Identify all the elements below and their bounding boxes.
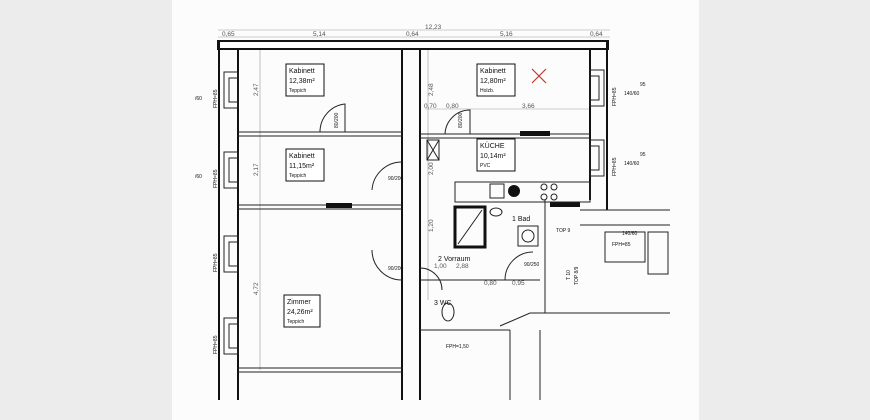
windows [223,69,605,355]
room-area: 11,15m² [289,163,315,170]
room-floor: PVC [480,163,491,169]
top-label: TOP 8/9 [574,266,580,285]
dimension: 12,23 [425,24,442,31]
dimension: 1,00 [434,263,447,270]
dimension: 0,64 [406,31,419,38]
window-label: /60 [195,96,202,102]
dimension: 2,88 [456,263,469,270]
dimension: 2,47 [253,83,260,96]
window-label: 95 [640,152,646,158]
window-label: FPH=85 [213,335,219,354]
dimension: 1,20 [428,219,435,232]
room-name: 1 Bad [512,216,530,223]
dimension: 0,80 [446,103,459,110]
room-area: 12,38m² [289,78,315,85]
room-name: KÜCHE [480,142,505,150]
window-label: FPH=85 [213,169,219,188]
door-label: 80/200 [334,112,340,128]
window-label: FPH=85 [612,242,631,248]
door-label: 90/200 [388,176,404,182]
room-floor: Teppich [289,88,306,94]
room-label-box [283,294,321,328]
window-label: /60 [195,174,202,180]
room-floor: Teppich [289,173,306,179]
window-label: FPH=85 [612,157,618,176]
dimension: 3,66 [522,103,535,110]
top-label: T 10 [566,270,572,280]
dimension: 0,65 [222,31,235,38]
dimension-lines [218,29,610,370]
dimension: 2,48 [428,83,435,96]
window-label: FPH=85 [213,253,219,272]
room-name: Zimmer [287,299,311,306]
dimension: 4,72 [253,282,260,295]
window-label: FPH=85 [213,89,219,108]
window-label: 140/60 [624,91,640,97]
room-name: Kabinett [289,68,315,75]
room-floor: Holzb. [480,88,494,94]
window-label: 140/60 [624,161,640,167]
dimension: 0,80 [484,280,497,287]
room-label-box [476,138,516,172]
room-area: 24,26m² [287,309,313,316]
room-area: 10,14m² [480,153,506,160]
window-label: FPH=1,50 [446,344,469,350]
doors [319,103,534,291]
door-label: 80/200 [458,112,464,128]
room-label-box [285,148,325,182]
door-label: 90/250 [524,262,540,268]
dimension: 0,95 [512,280,525,287]
room-name: 2 Vorraum [438,256,470,263]
window-label: 140/60 [622,231,638,237]
dimension: 2,00 [428,162,435,175]
room-floor: Teppich [287,319,304,325]
x-marker [531,68,547,84]
dimension: 2,17 [253,163,260,176]
dimension: 5,16 [500,31,513,38]
window-label: FPH=85 [612,87,618,106]
room-name: Kabinett [289,153,315,160]
room-label-box [285,63,325,97]
room-area: 12,80m² [480,78,506,85]
dimension: 5,14 [313,31,326,38]
dimension: 0,64 [590,31,603,38]
top-label: TOP 9 [556,228,570,234]
room-name: 3 WC [434,300,452,307]
room-name: Kabinett [480,68,506,75]
dimension: 0,70 [424,103,437,110]
room-label-box [476,63,516,97]
window-label: 95 [640,82,646,88]
door-label: 90/200 [388,266,404,272]
fixtures [426,139,591,322]
